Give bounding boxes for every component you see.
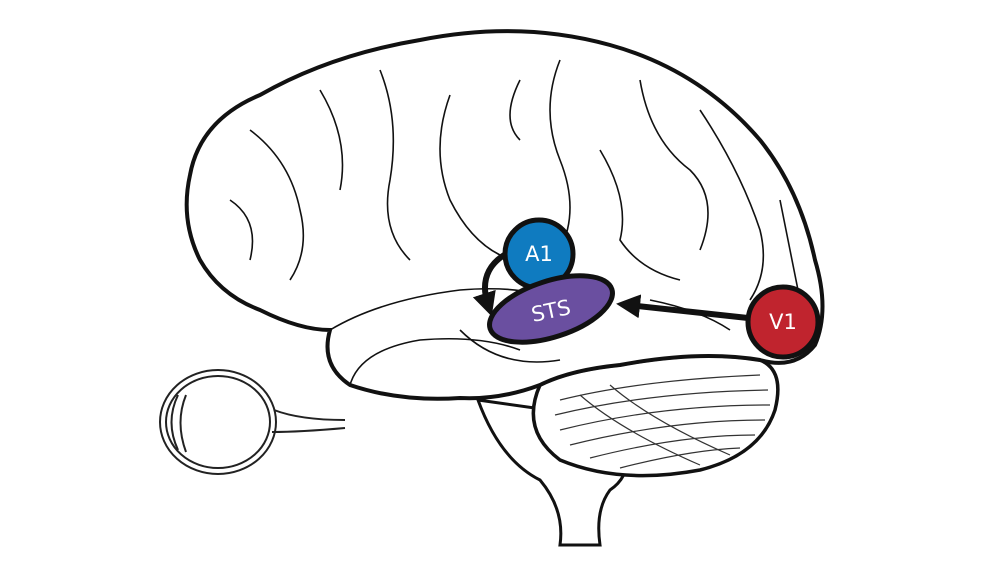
region-a1: A1 [502,217,576,291]
region-v1: V1 [745,284,821,360]
cerebrum-outline [184,29,825,401]
eye-outline [159,369,346,475]
arrow-v1-to-sts [616,294,749,321]
cerebellum-outline [531,354,780,478]
region-sts: STS [487,273,615,345]
region-v1-label: V1 [769,310,797,334]
region-a1-label: A1 [525,242,553,266]
